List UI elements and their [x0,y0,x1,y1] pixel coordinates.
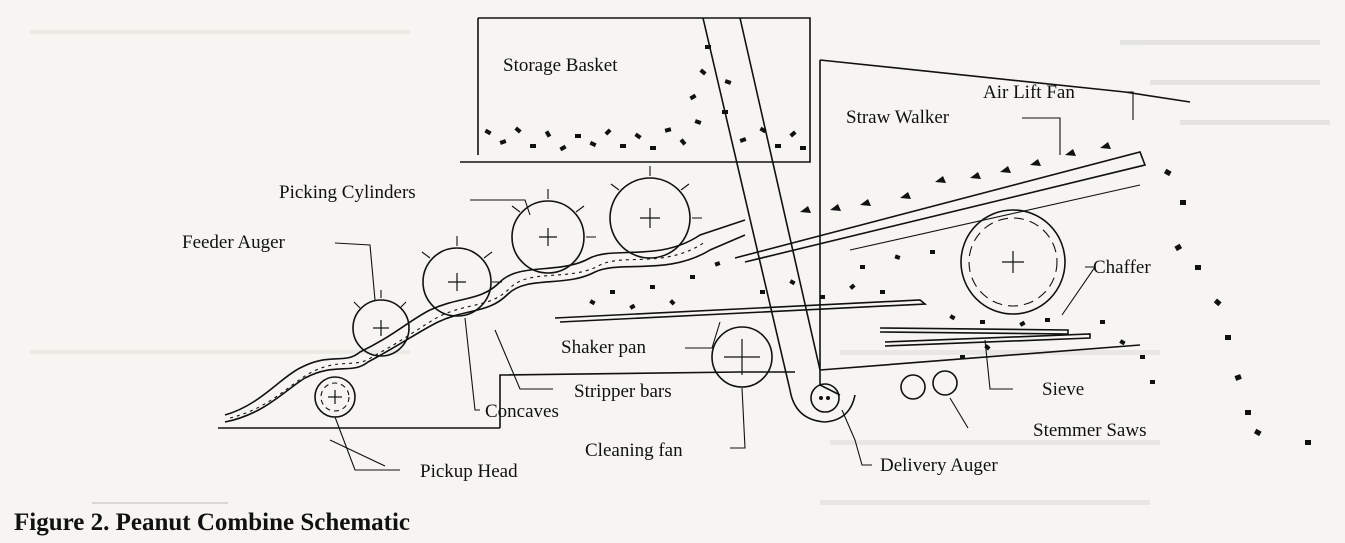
elevator-duct [702,17,821,391]
picking-cylinder [609,166,702,259]
picking-cylinder [511,189,596,274]
label-stemmer-saws: Stemmer Saws [1033,420,1146,441]
shaker-pan [554,299,928,323]
bleed-through-texture [30,30,1330,505]
label-concaves: Concaves [485,401,559,422]
pickup-head [314,376,356,418]
label-shaker-pan: Shaker pan [561,337,646,358]
picking-cylinder [421,236,502,317]
basket-peanuts [484,45,806,152]
falling-peanuts [589,168,1311,445]
label-picking-cylinders: Picking Cylinders [279,182,416,203]
sieve [884,333,1091,347]
label-cleaning-fan: Cleaning fan [585,440,683,461]
cleaning-fan [711,326,773,388]
label-feeder-auger: Feeder Auger [182,232,286,253]
straw-peanuts [800,142,1111,213]
picking-cylinders [421,166,702,317]
label-straw-walker: Straw Walker [846,107,950,128]
label-stripper-bars: Stripper bars [574,381,672,402]
leader-lines [329,91,1134,471]
feeder-auger [352,290,410,357]
storage-basket [460,17,811,163]
label-air-lift-fan: Air Lift Fan [983,82,1075,103]
straw-walker [734,142,1147,263]
stemmer-saws [900,370,958,400]
label-pickup-head: Pickup Head [420,461,518,482]
figure-caption: Figure 2. Peanut Combine Schematic [14,509,410,536]
air-lift-fan [960,209,1066,315]
delivery-auger [789,383,856,423]
chaffer [879,327,1069,335]
vine-mat-concaves [224,219,746,423]
label-delivery-auger: Delivery Auger [880,455,998,476]
label-chaffer: Chaffer [1093,257,1151,278]
label-storage-basket: Storage Basket [503,55,618,76]
label-sieve: Sieve [1042,379,1084,400]
